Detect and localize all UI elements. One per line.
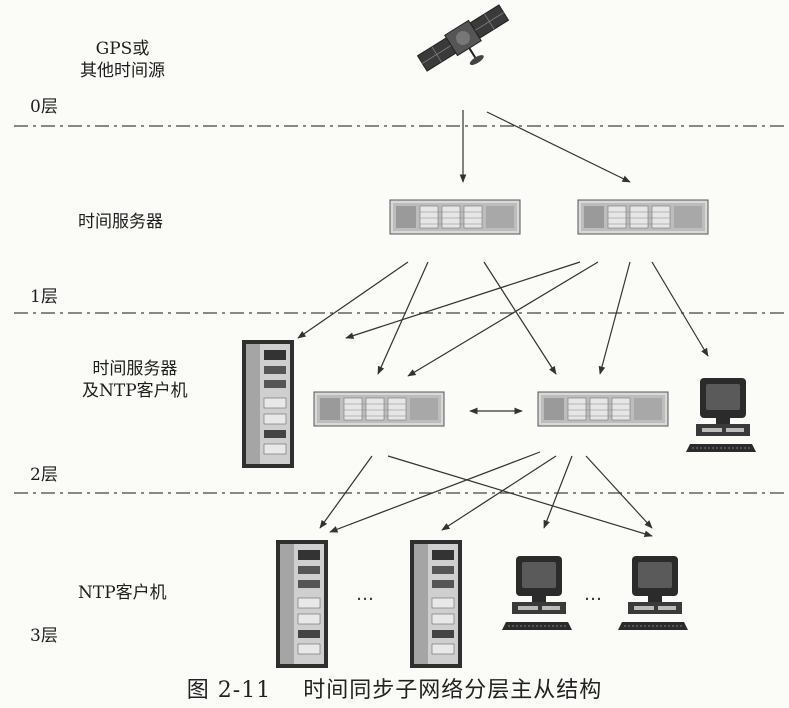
layer3-label-line1: NTP客户机 bbox=[78, 583, 167, 603]
layer1-label: 时间服务器 bbox=[78, 211, 163, 233]
link bbox=[407, 261, 599, 377]
link bbox=[297, 261, 409, 339]
figure-caption: 图 2-11 时间同步子网络分层主从结构 bbox=[0, 672, 789, 704]
link bbox=[377, 261, 429, 375]
workstation-icon bbox=[501, 555, 573, 631]
layer2-label: 时间服务器 及NTP客户机 bbox=[82, 358, 188, 402]
tower-server-icon bbox=[275, 539, 329, 669]
rack-server-icon bbox=[577, 199, 709, 235]
layer2-level: 2层 bbox=[30, 465, 58, 485]
rack-server-icon bbox=[389, 199, 521, 235]
layer-separators bbox=[14, 125, 786, 494]
tower-server-icon bbox=[409, 539, 463, 669]
workstation-icon bbox=[617, 555, 689, 631]
satellite-icon bbox=[416, 4, 510, 72]
link bbox=[598, 261, 631, 375]
layer0-label-line2: 其他时间源 bbox=[80, 61, 165, 81]
layer0-label-line1: GPS或 bbox=[95, 39, 150, 59]
link bbox=[486, 111, 631, 183]
figure-title: 时间同步子网络分层主从结构 bbox=[303, 678, 603, 703]
link bbox=[651, 261, 709, 357]
layer1-level: 1层 bbox=[30, 287, 58, 307]
link bbox=[585, 455, 653, 529]
link bbox=[387, 455, 653, 538]
rack-server-icon bbox=[313, 391, 445, 427]
workstation-icon bbox=[685, 377, 757, 453]
layer3-label: NTP客户机 bbox=[78, 582, 167, 604]
layer2-label-line1: 时间服务器 bbox=[92, 359, 178, 379]
ellipsis-workstations: … bbox=[584, 584, 604, 605]
link bbox=[483, 261, 557, 375]
layer0-label: GPS或 其他时间源 bbox=[80, 38, 165, 82]
link bbox=[329, 451, 541, 533]
link bbox=[441, 455, 557, 531]
link bbox=[543, 455, 573, 529]
rack-server-icon bbox=[537, 391, 669, 427]
sync-links bbox=[297, 110, 709, 538]
link bbox=[319, 455, 373, 529]
tower-server-icon bbox=[241, 339, 295, 469]
ellipsis-servers: … bbox=[356, 584, 376, 605]
link bbox=[345, 261, 581, 339]
layer3-level: 3层 bbox=[30, 626, 58, 646]
layer2-label-line2: 及NTP客户机 bbox=[82, 381, 188, 401]
layer1-label-line1: 时间服务器 bbox=[78, 212, 163, 232]
figure-number: 图 2-11 bbox=[186, 678, 272, 703]
layer0-level: 0层 bbox=[30, 97, 58, 117]
